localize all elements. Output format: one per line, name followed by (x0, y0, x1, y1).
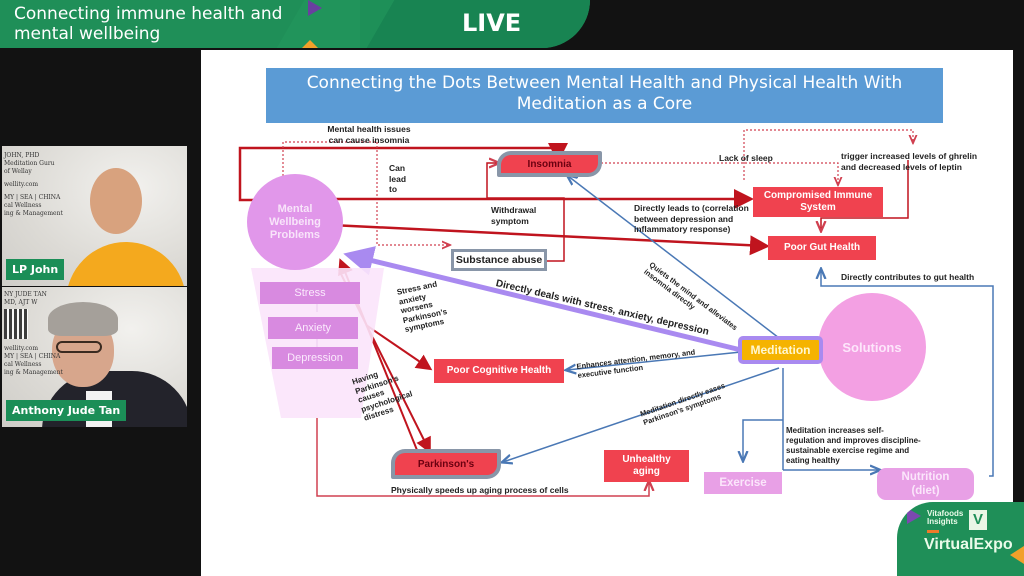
session-title: Connecting immune health and mental well… (14, 4, 283, 44)
card-line: cal Wellness (4, 361, 42, 368)
arrow-mental-to-gut (330, 223, 770, 256)
speaker-video-lp-john[interactable]: JOHN, PHD Meditation Guru of Wellay well… (2, 146, 187, 286)
arrow-meditation-to-cognitive (567, 351, 742, 370)
speaker-hair (48, 302, 118, 336)
card-line: ing & Management (4, 210, 63, 217)
card-line: wellity.com (4, 345, 39, 352)
orange-triangle-icon (300, 40, 320, 48)
glasses-icon (56, 341, 102, 353)
arrow-aging-process (316, 418, 649, 497)
card-line: ing & Management (4, 369, 63, 376)
card-line: MY | SEA | CHINA (4, 194, 61, 201)
node-anxiety: Anxiety (268, 317, 358, 339)
presentation-slide: Connecting the Dots Between Mental Healt… (201, 50, 1013, 576)
logo-region-mark (927, 530, 939, 533)
card-line: of Wellay (4, 168, 32, 175)
logo-brand-line: Vitafoods (927, 509, 964, 518)
label-withdrawal-symptom: Withdrawal symptom (491, 205, 537, 226)
purple-triangle-icon (308, 0, 322, 16)
arrow-meditation-to-insomnia (568, 176, 780, 339)
purple-triangle-icon (907, 508, 921, 524)
node-solutions: Solutions (842, 339, 902, 355)
logo-v-icon: V (969, 510, 987, 530)
logo-brand-line: Insights (927, 517, 958, 526)
arrow-meditation-to-exercise-path (743, 419, 783, 460)
node-nutrition: Nutrition (diet) (877, 468, 974, 500)
label-self-regulation: Meditation increases self-regulation and… (786, 426, 921, 465)
logo-brand: Vitafoods Insights (927, 510, 963, 526)
arrow-ghrelin-to-gut (821, 160, 909, 230)
card-line: Meditation Guru (4, 160, 55, 167)
node-insomnia: Insomnia (497, 151, 602, 177)
node-poor-gut-health: Poor Gut Health (768, 236, 876, 260)
logo-expo-text: VirtualExpo (924, 536, 1013, 553)
node-parkinsons: Parkinson's (391, 449, 501, 479)
solutions-circle (818, 293, 926, 401)
node-mental-wellbeing: Mental Wellbeing Problems (269, 202, 321, 241)
label-ghrelin-leptin: trigger increased levels of ghrelin and … (841, 151, 978, 172)
arrow-meditation-to-parkinsons (503, 367, 780, 462)
vitafoods-logo: Vitafoods Insights V VirtualExpo (897, 502, 1024, 576)
session-banner: Connecting immune health and mental well… (0, 0, 590, 48)
arrow-anxiety-to-cognitive (365, 324, 433, 371)
node-poor-cognitive-health: Poor Cognitive Health (434, 359, 564, 383)
node-substance-abuse: Substance abuse (451, 249, 547, 271)
card-line: MY | SEA | CHINA (4, 353, 61, 360)
card-line: MD, AJT W (4, 299, 38, 306)
label-lack-of-sleep: Lack of sleep (719, 153, 773, 163)
label-directly-leads-to: Directly leads to (correlation between d… (634, 203, 749, 234)
slide-title: Connecting the Dots Between Mental Healt… (266, 68, 943, 123)
node-depression: Depression (272, 347, 358, 369)
node-exercise: Exercise (704, 472, 782, 494)
diagram-connectors (238, 129, 994, 497)
banner-right-panel (360, 0, 590, 48)
speaker-card-text: NY JUDE TAN MD, AJT W (4, 291, 47, 307)
card-line: NY JUDE TAN (4, 291, 47, 298)
label-gut-contribution: Directly contributes to gut health (841, 272, 975, 282)
node-compromised-immune: Compromised Immune System (753, 187, 883, 217)
speaker-head (90, 168, 142, 234)
arrow-lack-of-sleep (601, 162, 838, 184)
slide-title-line: Connecting the Dots Between Mental Healt… (306, 73, 903, 93)
card-line: wellity.com (4, 181, 39, 188)
node-unhealthy-aging: Unhealthy aging (604, 450, 689, 482)
card-line: cal Wellness (4, 202, 42, 209)
node-stress: Stress (260, 282, 360, 304)
arrow-can-lead-to-substance (282, 141, 449, 245)
funnel-shape (251, 268, 384, 418)
speaker-card-text: JOHN, PHD Meditation Guru of Wellay well… (4, 152, 63, 218)
arrow-nutrition-to-gut (821, 270, 994, 477)
node-meditation: Meditation (738, 336, 823, 364)
speaker-card-text: wellity.com MY | SEA | CHINA cal Wellnes… (4, 345, 63, 377)
mental-wellbeing-circle (247, 174, 343, 270)
speaker-video-anthony-jude-tan[interactable]: NY JUDE TAN MD, AJT W wellity.com MY | S… (2, 287, 187, 427)
live-badge: LIVE (462, 9, 522, 37)
arrow-meditation-to-mental (343, 246, 742, 353)
label-mental-causes-insomnia: Mental health issues can cause insomnia (327, 124, 411, 145)
qr-code-icon (4, 309, 28, 339)
slide-title-line: Meditation as a Core (516, 94, 693, 114)
speaker-name-tag: LP John (6, 259, 65, 280)
orange-triangle-icon (1010, 546, 1024, 564)
label-aging-process: Physically speeds up aging process of ce… (391, 485, 569, 495)
arrow-ghrelin-dotted (743, 129, 913, 180)
card-line: JOHN, PHD (4, 152, 40, 159)
label-can-lead-to: Can lead to (389, 163, 407, 194)
speaker-name-tag: Anthony Jude Tan (6, 400, 127, 421)
